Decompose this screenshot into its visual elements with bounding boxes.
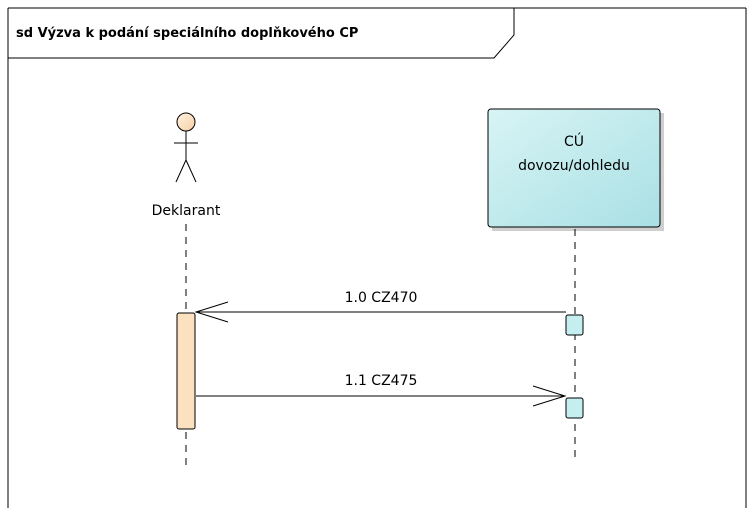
- actor-leg-left: [175, 159, 187, 183]
- actor-head: [176, 112, 196, 132]
- actor-deklarant: Deklarant: [152, 112, 221, 470]
- actor-name: Deklarant: [152, 203, 221, 219]
- frame-title-tab: [8, 8, 515, 59]
- actor-leg-right: [185, 159, 197, 183]
- message-1-0-arrowhead: [194, 301, 229, 323]
- message-1-0-label: 1.0 CZ470: [345, 290, 418, 306]
- system-activation-bar-1: [565, 314, 584, 336]
- diagram-frame: sd Výzva k podání speciálního doplňkovéh…: [7, 7, 747, 508]
- frame-title: sd Výzva k podání speciálního doplňkovéh…: [16, 26, 358, 41]
- message-1-0: 1.0 CZ470: [194, 290, 566, 323]
- lifeline-box: [487, 108, 661, 228]
- message-1-1-label: 1.1 CZ475: [345, 373, 418, 389]
- system-activation-bar-2: [565, 397, 584, 419]
- lifeline-cu-dovozu-dohledu: CÚ dovozu/dohledu: [487, 108, 664, 462]
- lifeline-box-title-line2: dovozu/dohledu: [518, 158, 630, 174]
- message-1-1-arrowhead: [532, 385, 567, 407]
- message-1-1: 1.1 CZ475: [196, 373, 567, 407]
- lifeline-box-title-line1: CÚ: [564, 132, 584, 150]
- actor-activation-bar: [176, 312, 196, 430]
